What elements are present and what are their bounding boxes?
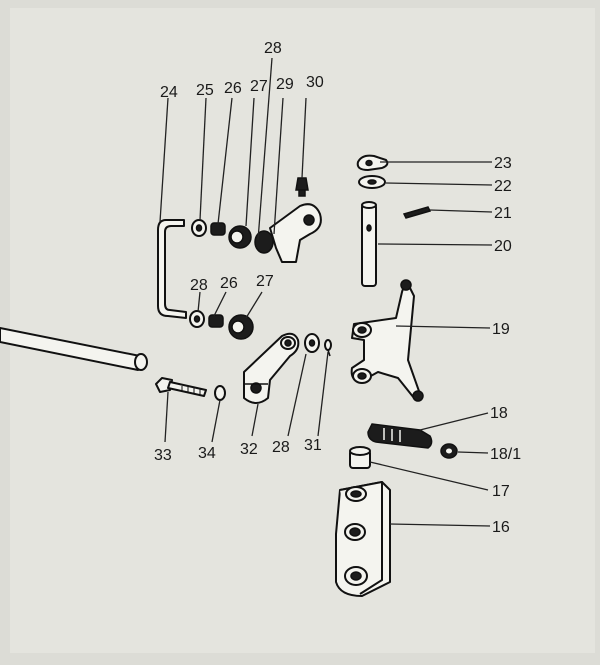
leader-lines bbox=[159, 57, 493, 527]
label-18: 18 bbox=[490, 405, 508, 422]
label-22: 22 bbox=[494, 178, 512, 195]
part-18-1-nut bbox=[440, 443, 458, 459]
label-23: 23 bbox=[494, 155, 512, 172]
part-19-bell-crank bbox=[350, 279, 424, 402]
part-18-coupling bbox=[367, 423, 433, 449]
part-16-bracket bbox=[335, 481, 391, 597]
label-19: 19 bbox=[492, 321, 510, 338]
part-32-clevis bbox=[243, 332, 300, 404]
part-33-bolt bbox=[155, 377, 207, 397]
label-31: 31 bbox=[304, 437, 322, 454]
part-31-split-pin bbox=[324, 339, 332, 357]
shaft-part bbox=[0, 327, 148, 371]
label-34: 34 bbox=[198, 445, 216, 462]
label-28-low: 28 bbox=[272, 439, 290, 456]
part-34-washer bbox=[214, 385, 226, 401]
label-21: 21 bbox=[494, 205, 512, 222]
label-27-mid: 27 bbox=[256, 273, 274, 290]
label-26-top: 26 bbox=[224, 80, 242, 97]
label-28-top: 28 bbox=[264, 40, 282, 57]
label-30: 30 bbox=[306, 74, 324, 91]
part-22-washer bbox=[358, 175, 386, 189]
label-27-top: 27 bbox=[250, 78, 268, 95]
part-21-pin bbox=[402, 206, 432, 219]
label-32: 32 bbox=[240, 441, 258, 458]
part-number-labels: 28 24 25 26 27 29 30 23 22 21 20 28 26 2… bbox=[154, 40, 521, 536]
part-17-bushing bbox=[349, 446, 371, 469]
part-26-nut-top bbox=[210, 222, 226, 236]
label-29: 29 bbox=[276, 76, 294, 93]
label-26-mid: 26 bbox=[220, 275, 238, 292]
label-24: 24 bbox=[160, 84, 178, 101]
label-18-1: 18/1 bbox=[490, 446, 521, 463]
part-25-washer-top bbox=[191, 219, 207, 237]
label-33: 33 bbox=[154, 447, 172, 464]
part-28-washer-mid bbox=[189, 310, 205, 328]
part-28-washer-low bbox=[304, 333, 320, 353]
label-17: 17 bbox=[492, 483, 510, 500]
part-27-bearing-top bbox=[228, 225, 252, 249]
label-20: 20 bbox=[494, 238, 512, 255]
part-26-nut-mid bbox=[208, 314, 224, 328]
part-20-shaft bbox=[361, 201, 377, 287]
part-29-fork bbox=[254, 203, 322, 263]
label-16: 16 bbox=[492, 519, 510, 536]
part-30-bolt bbox=[295, 177, 309, 197]
part-23-link-washer bbox=[356, 154, 389, 171]
label-25: 25 bbox=[196, 82, 214, 99]
part-24-link-rod bbox=[157, 219, 187, 319]
label-28-mid: 28 bbox=[190, 277, 208, 294]
paper-sheet bbox=[10, 8, 595, 653]
part-27-bearing-mid bbox=[228, 314, 254, 340]
